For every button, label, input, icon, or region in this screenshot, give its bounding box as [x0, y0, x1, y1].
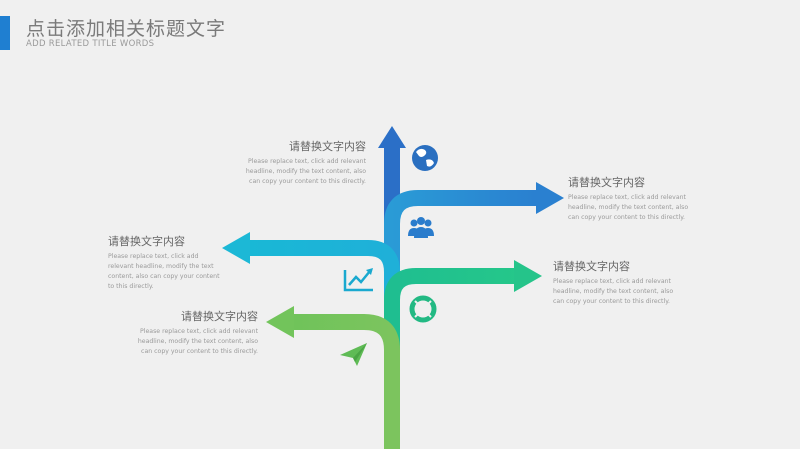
- text-block-heading: 请替换文字内容: [553, 260, 630, 273]
- text-block-body: Please replace text, click add relevant …: [245, 158, 366, 185]
- globe-icon: [412, 145, 438, 171]
- text-block-heading: 请替换文字内容: [181, 310, 258, 323]
- page-subtitle: ADD RELATED TITLE WORDS: [26, 39, 155, 49]
- text-block-body: Please replace text, click add relevant …: [137, 328, 258, 355]
- arrow-right-lower: [384, 260, 542, 360]
- text-block-3: 请替换文字内容 Please replace text, click add r…: [108, 233, 220, 292]
- text-block-heading: 请替换文字内容: [108, 235, 185, 248]
- text-block-5: 请替换文字内容 Please replace text, click add r…: [132, 308, 258, 357]
- page-title: 点击添加相关标题文字: [26, 18, 227, 40]
- text-block-2: 请替换文字内容 Please replace text, click add r…: [568, 174, 690, 223]
- text-block-body: Please replace text, click add relevant …: [568, 194, 689, 221]
- text-block-body: Please replace text, click add relevant …: [553, 278, 674, 305]
- paper-plane-icon: [340, 343, 367, 366]
- people-icon: [408, 217, 434, 238]
- lifebuoy-icon: [409, 295, 437, 323]
- text-block-4: 请替换文字内容 Please replace text, click add r…: [553, 258, 675, 307]
- text-block-1: 请替换文字内容 Please replace text, click add r…: [236, 138, 366, 187]
- text-block-heading: 请替换文字内容: [568, 176, 645, 189]
- growth-chart-icon: [343, 268, 373, 292]
- text-block-heading: 请替换文字内容: [289, 140, 366, 153]
- arrow-left-upper: [222, 232, 400, 330]
- title-accent-bar: [0, 16, 10, 50]
- arrow-right-upper: [384, 182, 564, 300]
- arrow-left-lower: [266, 306, 400, 449]
- text-block-body: Please replace text, click add relevant …: [108, 253, 220, 290]
